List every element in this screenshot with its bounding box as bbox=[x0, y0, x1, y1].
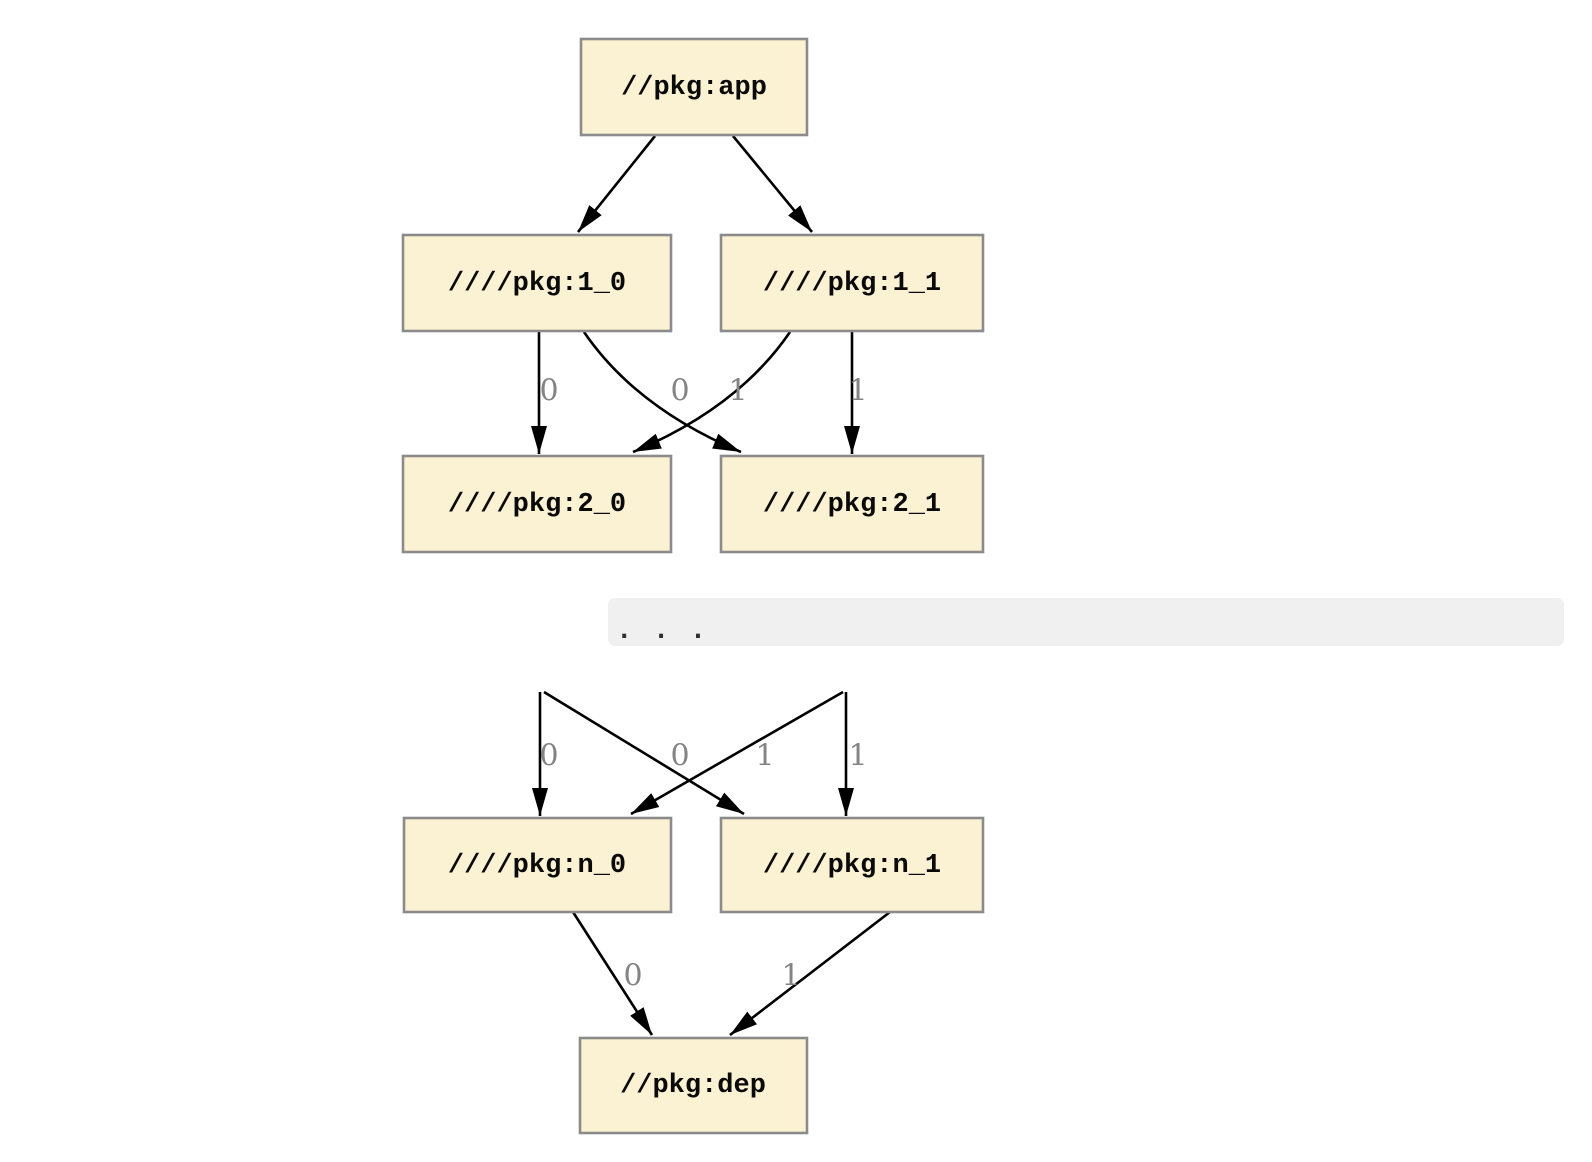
node-dep-box bbox=[578, 1036, 809, 1135]
edge-1-1-to-2-0 bbox=[632, 331, 792, 454]
node-app: //pkg:app bbox=[579, 37, 809, 137]
node-pkg-n-1-box bbox=[719, 816, 985, 914]
edge-label-prev1-to-n-0: 1 bbox=[755, 739, 774, 774]
node-pkg-1-1: ////pkg:1_1 bbox=[719, 233, 985, 333]
node-pkg-n-1: ////pkg:n_1 bbox=[719, 816, 985, 914]
edge-n-0-to-dep bbox=[571, 911, 654, 1036]
edge-label-1-0-to-2-1: 0 bbox=[670, 374, 689, 409]
ellipsis-band-box bbox=[608, 598, 1564, 646]
node-app-box bbox=[579, 37, 809, 137]
edge-prev0-to-n-1 bbox=[543, 690, 745, 816]
node-pkg-n-0-label: ////pkg:n_0 bbox=[448, 851, 626, 881]
node-app-label: //pkg:app bbox=[621, 73, 767, 103]
node-pkg-2-0-label: ////pkg:2_0 bbox=[448, 490, 626, 520]
edge-label-prev0-to-n-0: 0 bbox=[539, 739, 558, 774]
node-pkg-1-1-label: ////pkg:1_1 bbox=[763, 269, 941, 299]
node-pkg-2-1-box bbox=[719, 454, 985, 554]
edge-app-to-1-0 bbox=[576, 135, 657, 233]
node-pkg-1-1-box bbox=[719, 233, 985, 333]
ellipsis-text: . . . bbox=[617, 616, 709, 644]
edge-1-0-to-2-1 bbox=[582, 331, 742, 454]
edge-label-n-1-to-dep: 1 bbox=[781, 959, 800, 994]
edge-prev1-to-n-0 bbox=[630, 690, 844, 816]
node-dep-label: //pkg:dep bbox=[620, 1071, 766, 1101]
node-pkg-2-1-label: ////pkg:2_1 bbox=[763, 490, 941, 520]
node-pkg-1-0-label: ////pkg:1_0 bbox=[448, 269, 626, 299]
edge-label-1-0-to-2-0: 0 bbox=[539, 374, 558, 409]
node-pkg-n-1-label: ////pkg:n_1 bbox=[763, 851, 941, 881]
node-pkg-2-0-box bbox=[401, 454, 673, 554]
edge-n-1-to-dep bbox=[729, 910, 891, 1037]
edge-group bbox=[531, 135, 891, 1037]
node-pkg-2-0: ////pkg:2_0 bbox=[401, 454, 673, 554]
edge-label-group: 0 0 1 1 0 0 1 1 0 1 bbox=[539, 374, 867, 994]
node-pkg-n-0-box bbox=[402, 816, 673, 914]
edge-app-to-1-1 bbox=[731, 135, 814, 233]
ellipsis-band: . . . bbox=[608, 598, 1564, 646]
node-pkg-1-0-box bbox=[401, 233, 673, 333]
node-pkg-n-0: ////pkg:n_0 bbox=[402, 816, 673, 914]
node-dep: //pkg:dep bbox=[578, 1036, 809, 1135]
edge-label-1-1-to-2-0: 1 bbox=[728, 374, 747, 409]
edge-label-prev0-to-n-1: 0 bbox=[670, 739, 689, 774]
edge-label-prev1-to-n-1: 1 bbox=[848, 739, 867, 774]
edge-label-1-1-to-2-1: 1 bbox=[848, 374, 867, 409]
edge-label-n-0-to-dep: 0 bbox=[623, 959, 642, 994]
node-pkg-1-0: ////pkg:1_0 bbox=[401, 233, 673, 333]
node-pkg-2-1: ////pkg:2_1 bbox=[719, 454, 985, 554]
